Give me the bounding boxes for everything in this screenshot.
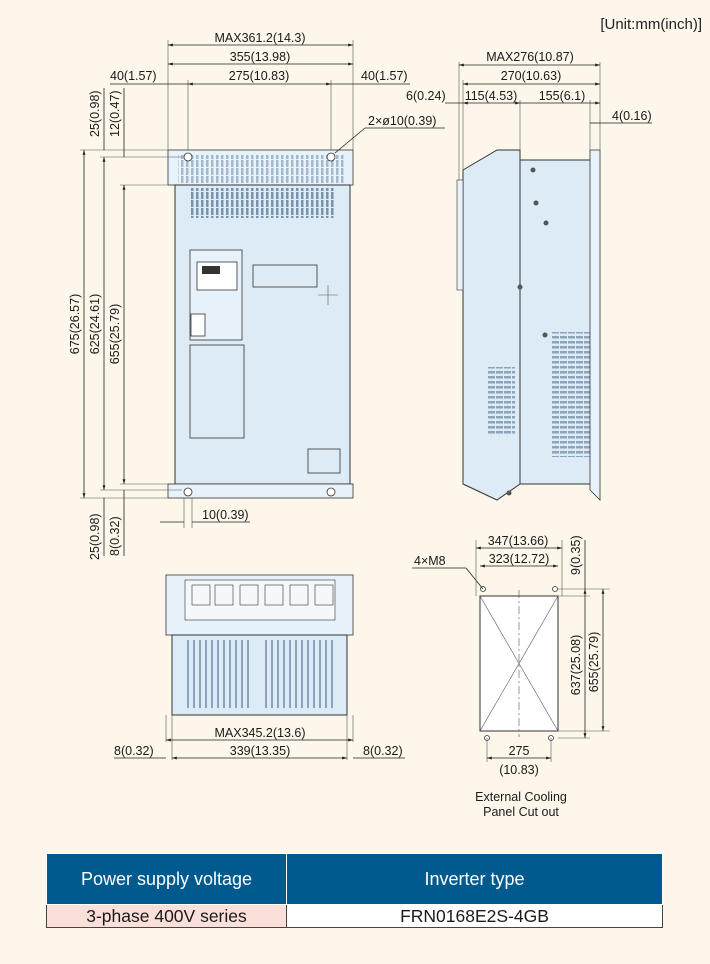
table-row: 3-phase 400V series FRN0168E2S-4GB [46, 904, 663, 928]
dim-side-depth: 270(10.63) [501, 69, 561, 83]
dim-bottom-width: 339(13.35) [230, 744, 290, 758]
spec-table: Power supply voltage Inverter type 3-pha… [46, 853, 663, 928]
header-type: Inverter type [286, 853, 663, 905]
cutout-screws: 4×M8 [414, 554, 446, 568]
bottom-view: MAX345.2(13.6) 339(13.35) 8(0.32) 8(0.32… [114, 574, 405, 760]
front-bottom-flange [167, 483, 354, 499]
dim-front-right-offset: 40(1.57) [361, 69, 408, 83]
cell-voltage: 3-phase 400V series [46, 904, 287, 928]
dim-front-max-width: MAX361.2(14.3) [214, 31, 305, 45]
dim-front-bottom-slot: 10(0.39) [202, 508, 249, 522]
dim-cutout-top: 9(0.35) [569, 535, 583, 575]
dim-bottom-max-width: MAX345.2(13.6) [214, 726, 305, 740]
dim-cutout-outer-width: 347(13.66) [488, 534, 548, 548]
dim-cutout-inner-height: 637(25.08) [569, 635, 583, 695]
cutout-view: 4×M8 347(13.66) 323(12.72) 9(0.35) 637(2… [412, 534, 610, 819]
dim-front-bottom-1: 25(0.98) [88, 513, 102, 560]
dim-front-mount-height: 625(24.61) [88, 294, 102, 354]
dim-front-mount-pitch: 275(10.83) [229, 69, 289, 83]
mount-hole-tl [183, 152, 193, 162]
dim-front-left-offset: 40(1.57) [110, 69, 157, 83]
cutout-caption-2: Panel Cut out [483, 805, 559, 819]
dim-front-hole: 2×ø10(0.39) [368, 114, 436, 128]
front-view: MAX361.2(14.3) 355(13.98) 275(10.83) 40(… [68, 31, 445, 560]
dim-front-width: 355(13.98) [230, 50, 290, 64]
dim-front-top-2: 12(0.47) [108, 90, 122, 137]
dim-cutout-pitch-inch: (10.83) [499, 763, 539, 777]
dim-bottom-right: 8(0.32) [363, 744, 403, 758]
cutout-caption-1: External Cooling [475, 790, 567, 804]
dim-side-max-depth: MAX276(10.87) [486, 50, 574, 64]
dim-side-part-1: 115(4.53) [465, 89, 518, 103]
side-front-panel [462, 149, 521, 501]
dim-side-part-2: 155(6.1) [539, 89, 586, 103]
side-view: MAX276(10.87) 270(10.63) 115(4.53) 155(6… [406, 50, 652, 501]
dim-cutout-inner-width: 323(12.72) [489, 552, 549, 566]
dim-bottom-left: 8(0.32) [114, 744, 154, 758]
dim-front-body-height: 655(25.79) [108, 304, 122, 364]
header-voltage: Power supply voltage [46, 853, 287, 905]
dim-front-total-height: 675(26.57) [68, 294, 82, 354]
spec-table-header: Power supply voltage Inverter type [46, 853, 663, 905]
dim-side-front: 6(0.24) [406, 89, 446, 103]
unit-note: [Unit:mm(inch)] [600, 16, 702, 33]
mount-hole-tr [326, 152, 336, 162]
dim-side-flange: 4(0.16) [612, 109, 652, 123]
dim-cutout-pitch: 275 [509, 744, 530, 758]
dim-front-top-1: 25(0.98) [88, 90, 102, 137]
cell-type: FRN0168E2S-4GB [286, 904, 663, 928]
dim-front-bottom-2: 8(0.32) [108, 516, 122, 556]
dim-cutout-outer-height: 655(25.79) [587, 632, 601, 692]
